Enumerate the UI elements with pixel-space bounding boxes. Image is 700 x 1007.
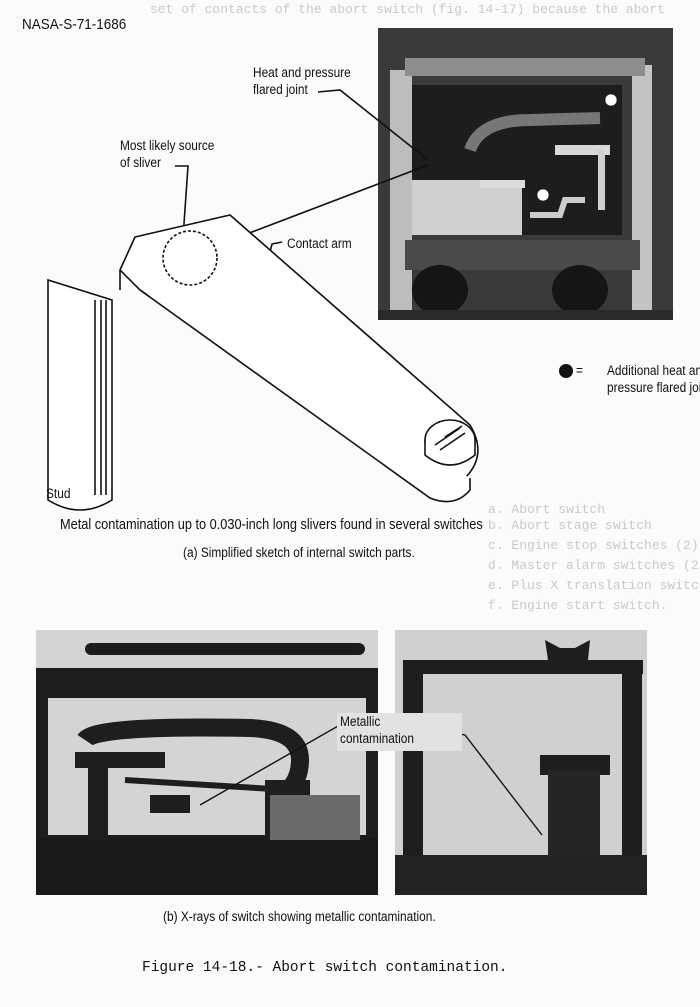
bleed-through-list-item: a. Abort switch [488,502,606,517]
document-id: NASA-S-71-1686 [22,16,127,33]
star-icon [536,93,618,202]
bleed-through-line: set of contacts of the abort switch (fig… [150,2,665,17]
callout-contact-arm: Contact arm [287,236,352,251]
switch-parts-sketch [47,214,479,511]
star-legend-icon [559,364,573,378]
callout-heat-pressure-line1: Heat and pressure [253,65,351,80]
legend-text-line2: pressure flared joints. [607,380,700,395]
caption-b: (b) X-rays of switch showing metallic co… [163,909,436,924]
caption-a: (a) Simplified sketch of internal switch… [183,545,415,560]
xray-callout-line2: contamination [340,731,414,746]
callout-sliver-line1: Most likely source [120,138,215,153]
bleed-through-list-item: d. Master alarm switches (2) [488,558,700,573]
switch-photo [378,28,673,320]
callout-stud: Stud [46,486,71,501]
bleed-through-list-item: b. Abort stage switch [488,518,652,533]
figure-caption: Figure 14-18.- Abort switch contaminatio… [142,960,508,976]
bleed-through-list-item: e. Plus X translation switch [488,578,700,593]
xray-callout-line1: Metallic [340,714,381,729]
xray-image [36,630,647,895]
callout-sliver-line2: of sliver [120,155,161,170]
bleed-through-list-item: f. Engine start switch. [488,598,668,613]
contamination-note: Metal contamination up to 0.030-inch lon… [60,517,483,533]
legend-text-line1: Additional heat and [607,363,700,378]
callout-heat-pressure-line2: flared joint [253,82,308,97]
bleed-through-list-item: c. Engine stop switches (2) [488,538,699,553]
legend-equals: = [576,363,583,378]
